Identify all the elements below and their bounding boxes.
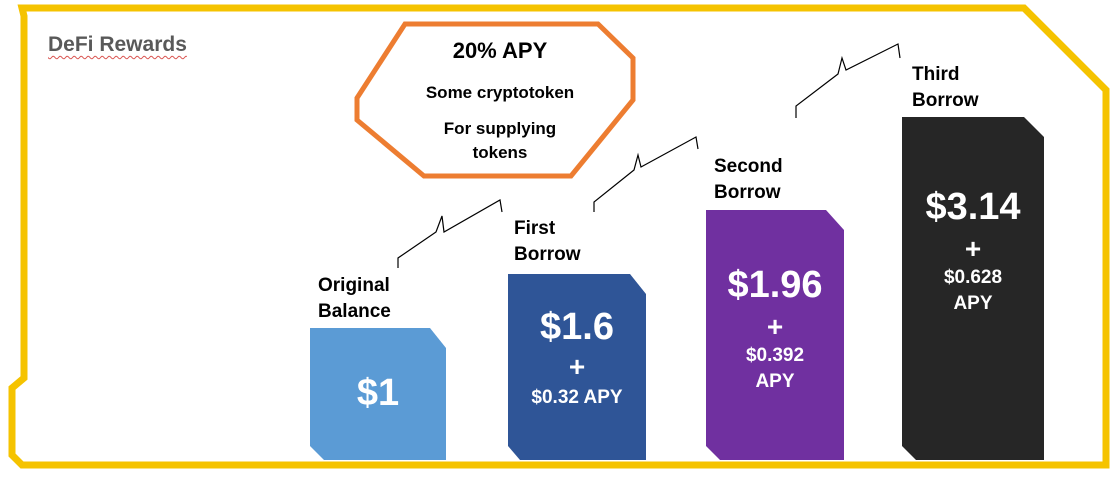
third-reward-line1: $0.628: [943, 267, 1003, 288]
third-reward-line2: APY: [953, 293, 993, 314]
frame-border: [8, 4, 1110, 469]
third-label-line2: Borrow: [912, 90, 979, 111]
apy-supply-line-a: For supplying: [443, 119, 557, 138]
second-reward-line1: $0.392: [745, 345, 805, 366]
apy-rate: 20% APY: [452, 38, 548, 63]
second-reward-line2: APY: [755, 371, 795, 392]
apy-callout-shape: [354, 21, 636, 179]
first-amount: $1.6: [540, 306, 614, 348]
original-balance-box: [310, 328, 446, 460]
apy-supply-line: For supplying tokens: [380, 117, 620, 165]
third-borrow-values: $3.14 + $0.628 APY: [902, 186, 1044, 317]
first-plus: +: [568, 351, 586, 382]
second-label-line1: Second: [714, 156, 783, 177]
brace-1: [397, 199, 503, 268]
third-borrow-label: Third Borrow: [912, 62, 979, 114]
apy-supply-line-b: tokens: [472, 143, 528, 162]
page-title: DeFi Rewards: [48, 33, 187, 57]
original-balance-label: Original Balance: [318, 273, 391, 325]
first-label-line2: Borrow: [514, 244, 581, 265]
first-label-line1: First: [514, 218, 556, 239]
second-borrow-box: [706, 210, 844, 460]
first-borrow-label: First Borrow: [514, 216, 581, 268]
third-amount: $3.14: [925, 186, 1021, 228]
second-borrow-values: $1.96 + $0.392 APY: [706, 264, 844, 395]
original-label-line2: Balance: [318, 301, 391, 322]
third-plus: +: [964, 233, 982, 264]
second-amount: $1.96: [727, 264, 823, 306]
third-label-line1: Third: [912, 64, 960, 85]
third-borrow-box: [902, 117, 1044, 460]
brace-2: [593, 136, 699, 212]
first-reward: $0.32 APY: [531, 387, 623, 408]
original-amount: $1: [356, 372, 400, 414]
second-plus: +: [766, 311, 784, 342]
second-label-line2: Borrow: [714, 182, 781, 203]
title-text: DeFi Rewards: [48, 33, 187, 56]
second-borrow-label: Second Borrow: [714, 154, 783, 206]
apy-token-line: Some cryptotoken: [425, 83, 575, 102]
first-borrow-box: [508, 274, 646, 460]
brace-3: [795, 43, 901, 118]
first-borrow-values: $1.6 + $0.32 APY: [508, 306, 646, 411]
original-label-line1: Original: [318, 275, 390, 296]
